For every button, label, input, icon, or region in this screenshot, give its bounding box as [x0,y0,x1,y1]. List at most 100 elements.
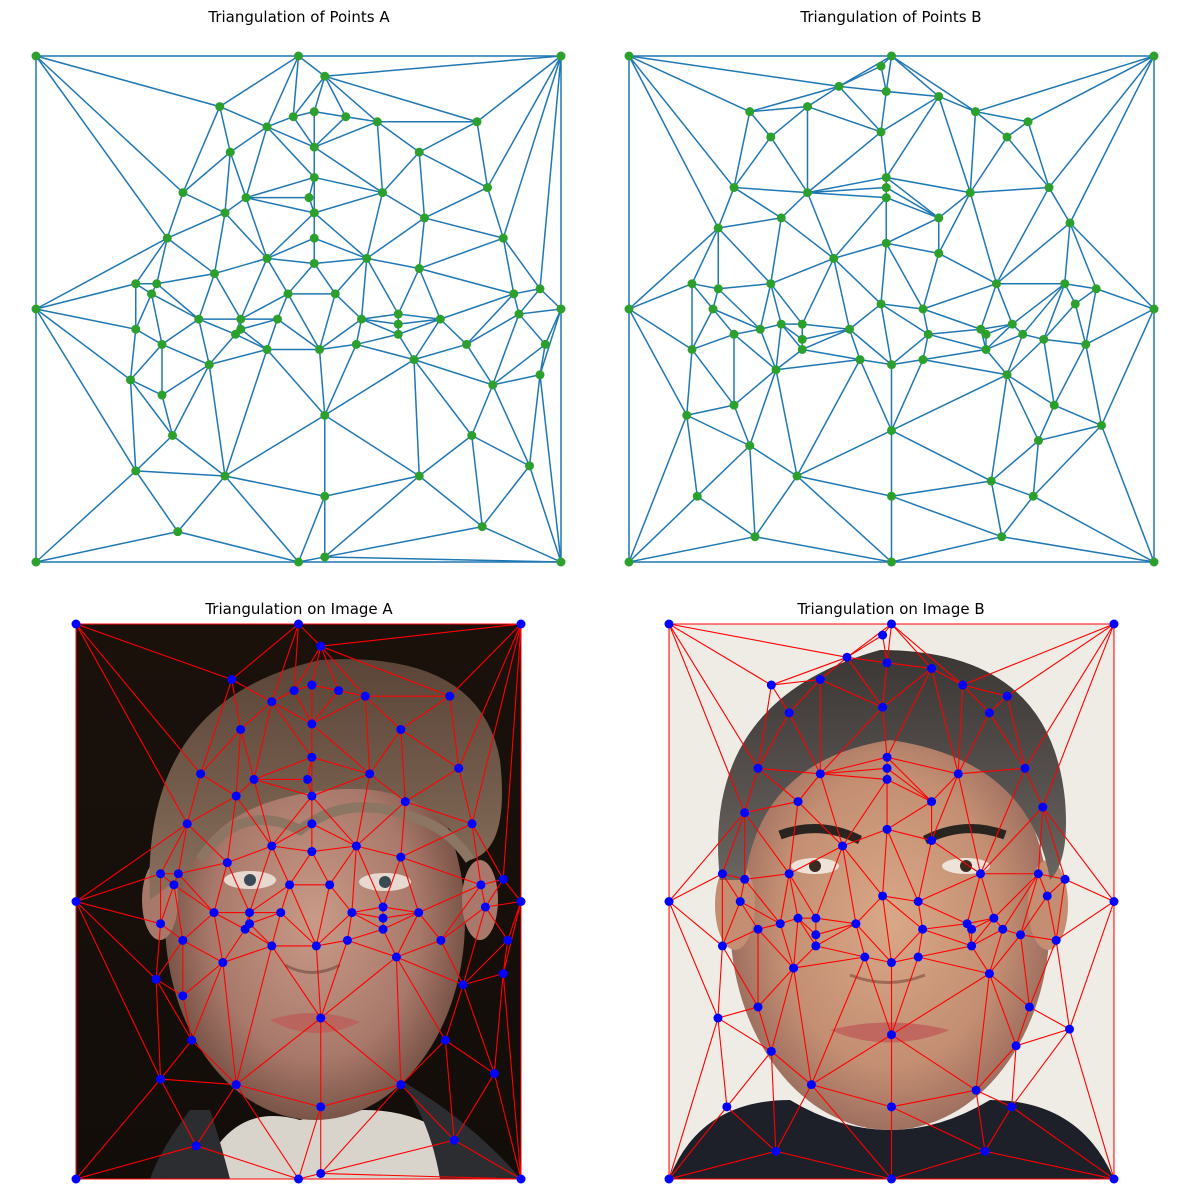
points-b-edge [938,95,976,113]
image-a-edge [347,939,397,958]
image-a-edge [160,884,175,924]
image-b-edge [962,684,1008,697]
points-b-edge [885,96,940,178]
image-a-edge [471,823,504,880]
image-a-edge [400,823,473,858]
image-a-point [498,874,508,884]
triangulation-edges-points-a [35,55,562,563]
points-b-edge [928,328,981,336]
image-b-edge [669,1106,728,1179]
image-b-point [784,708,794,718]
points-b-edge [733,369,777,406]
points-a-point [320,410,330,420]
points-a-edge [135,470,179,533]
image-b-edge [757,928,795,969]
image-a-edge [271,701,313,758]
image-a-edge [186,823,228,864]
points-b-point [729,400,739,410]
points-a-edge [135,237,168,285]
image-a-edge [76,1078,161,1179]
image-a-edge [346,912,353,941]
image-a-point [360,691,370,701]
image-a-point [151,974,161,984]
points-b-edge [686,349,693,416]
image-b-edge [886,828,932,841]
points-b-point [771,365,781,375]
image-b-edge [931,839,981,875]
image-b-edge [669,901,719,1019]
image-b-edge [891,1089,977,1108]
image-a-edge [271,624,300,702]
image-b-edge [886,778,932,803]
points-a-edge [129,379,137,471]
image-b-edge [988,712,1026,769]
image-a-point [169,880,179,890]
image-b-edge [721,873,741,902]
points-a-edge [129,379,174,436]
points-a-edge [182,191,226,214]
image-b-edge [842,845,857,924]
points-a-edge [240,258,268,320]
points-b-point [834,81,844,91]
image-b-edge [815,845,844,919]
points-b-edge [802,348,861,361]
image-a-point [378,924,388,934]
points-b-edge [754,475,798,538]
image-a-edge [351,912,384,930]
points-a-edge [135,293,153,330]
points-b-point [876,299,886,309]
image-a-edge [226,862,251,913]
points-a-edge [382,191,425,219]
image-b-edge [669,624,746,813]
points-a-edge [177,530,299,563]
image-a-edge [76,624,188,825]
points-a-edge [266,55,300,128]
image-b-point [851,919,861,929]
points-a-edge [129,343,163,381]
points-a-edge [313,263,336,295]
image-b-point [913,952,923,962]
image-b-edge [882,895,893,963]
points-a-point [262,122,272,132]
points-a-edge [266,126,315,178]
points-b-point [986,476,996,486]
points-a-edge [334,293,363,320]
points-a-edge [224,475,325,497]
points-a-point [157,339,167,349]
points-a-point [126,375,135,385]
image-a-edge [382,929,397,958]
points-a-edge [492,374,541,386]
image-b-edge [1068,1028,1114,1179]
image-b-edge [917,900,968,925]
image-a-edge [293,690,313,725]
points-b-point [934,213,944,223]
image-a-edge [160,923,184,941]
points-a-point [131,466,141,476]
image-b-edge [811,1084,892,1108]
image-a-edge [369,729,402,775]
points-b-point [855,355,865,365]
image-b-edge [744,873,790,880]
points-b-edge [749,445,756,537]
points-b-edge [807,131,882,194]
points-b-edge [780,323,803,350]
points-a-edge [313,121,378,148]
image-b-edge [917,840,933,902]
image-a-edge [449,624,521,697]
points-b-point [997,532,1007,542]
image-b-point [1060,874,1070,884]
points-b-edge [770,136,809,194]
points-b-edge [1006,136,1050,189]
points-b-edge [1053,404,1102,427]
image-b-point [878,702,888,712]
points-a-edge [161,394,174,436]
image-b-edge [988,929,1004,974]
image-a-edge [453,1073,495,1141]
points-a-point [372,117,382,127]
points-b-edge [1043,283,1066,340]
image-b-edge [797,773,821,802]
points-a-edge [481,465,531,528]
points-b-edge [849,303,882,330]
points-b-edge [922,308,981,330]
image-b-edge [962,624,1114,686]
